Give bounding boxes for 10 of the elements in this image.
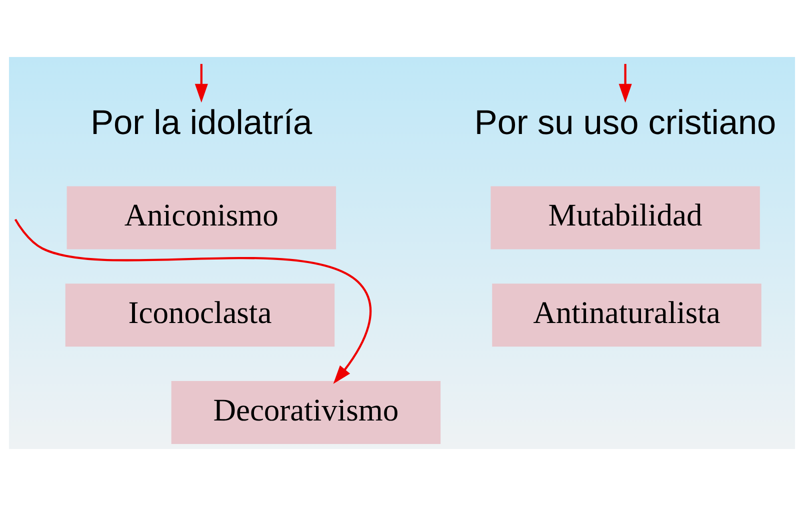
node-box: Aniconismo: [66, 186, 336, 249]
arrow: [194, 63, 208, 102]
node-text: Por su uso cristiano: [474, 104, 776, 142]
node-box: Iconoclasta: [65, 283, 335, 346]
arrow: [14, 218, 372, 384]
node-box: Antinaturalista: [492, 283, 762, 346]
arrow: [618, 63, 632, 102]
node-box: Mutabilidad: [490, 186, 760, 249]
node-text: Por la idolatría: [90, 104, 312, 142]
node-box: Decorativismo: [171, 380, 441, 444]
